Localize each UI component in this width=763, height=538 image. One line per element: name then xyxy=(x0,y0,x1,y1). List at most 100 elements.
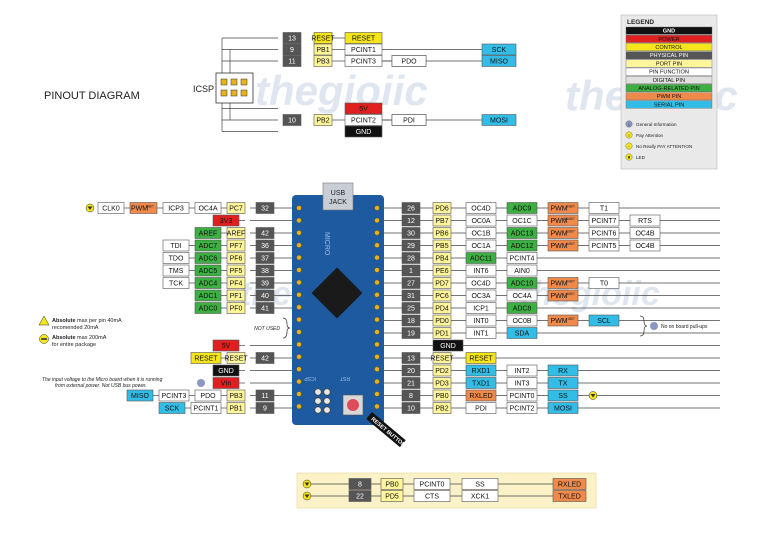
absolute-note-2-rest: max 200mA xyxy=(76,335,107,341)
icsp-pad xyxy=(314,388,322,396)
led-box-function: PCINT0 xyxy=(420,482,445,489)
left-pin-analog: ADC6 xyxy=(199,256,218,263)
icsp-func-label-box xyxy=(344,55,383,67)
right-port-label: PD7 xyxy=(435,281,449,288)
led-icon-arrow xyxy=(304,494,310,498)
left-pin-control-box xyxy=(190,352,222,364)
absolute-note-1: Absolute max per pin 40mA xyxy=(52,318,122,324)
right-pin-function-box xyxy=(465,239,497,252)
left-pin-function: TDI xyxy=(170,243,181,250)
left-port-label: PF1 xyxy=(230,293,243,300)
icsp-header-pin xyxy=(220,78,228,86)
right-pin-function-box xyxy=(465,227,497,239)
header-pin-right xyxy=(374,279,380,286)
legend-swatch xyxy=(625,43,713,52)
header-pin-right xyxy=(374,341,380,348)
left-pin-serial: MISO xyxy=(131,393,149,400)
right-pin-pwm-sup: 10BIT xyxy=(566,280,575,284)
left-pin-number: 42 xyxy=(261,356,269,363)
left-pin-analog-box xyxy=(194,252,222,264)
right-pin-number: 1 xyxy=(409,268,413,275)
right-pin-gnd: GND xyxy=(440,343,456,350)
right-pin-analog-box xyxy=(506,302,538,314)
right-pin-function-box xyxy=(506,389,538,402)
right-pin-number-box xyxy=(401,402,421,414)
right-pin-function-box xyxy=(588,202,620,214)
legend-item-label: PIN FUNCTION xyxy=(649,70,689,76)
right-pin-pwm-sup: 16BIT xyxy=(566,292,575,296)
led-icon-arrow xyxy=(590,394,596,398)
left-pin-function: PDO xyxy=(200,393,216,400)
right-pin-function: OC4B xyxy=(635,243,654,250)
right-pin-function: T1 xyxy=(600,206,608,213)
left-port-label-box xyxy=(226,289,246,302)
right-port-label: PC6 xyxy=(435,293,449,300)
icsp-extra-label: PDO xyxy=(401,59,417,66)
left-port-label-box xyxy=(226,389,246,402)
right-pin-analog: ADC12 xyxy=(511,243,534,250)
left-pin-function-box xyxy=(162,264,190,277)
left-port-label-box xyxy=(226,264,246,277)
right-pin-function-box xyxy=(506,364,538,377)
right-pin-number-box xyxy=(401,327,421,339)
right-port-label: PB0 xyxy=(435,393,448,400)
right-pin-pwm: PWM xyxy=(550,243,567,250)
right-pin-number-box xyxy=(401,239,421,252)
legend-item-label: SERIAL PIN xyxy=(654,102,685,108)
absolute-note-1-bold: Absolute xyxy=(52,318,76,324)
legend-item-label: PORT PIN xyxy=(656,61,682,67)
right-pin-serial: RX xyxy=(558,368,568,375)
icsp-pad xyxy=(323,397,331,405)
left-pin-analog: ADC7 xyxy=(199,243,218,250)
right-pin-pwm: PWM xyxy=(550,206,567,213)
icsp-pad xyxy=(323,388,331,396)
header-pin-right xyxy=(374,378,380,385)
not-used-brace xyxy=(282,317,291,339)
left-pin-serial-box xyxy=(126,389,154,402)
right-pin-number-box xyxy=(401,352,421,364)
led-box-pin-number-box xyxy=(348,490,372,502)
icsp-header-pin xyxy=(240,89,248,97)
right-pin-serial: TXD1 xyxy=(472,381,490,388)
right-pin-analog-box xyxy=(506,202,538,214)
right-pin-pwm-sup: 10BIT xyxy=(566,205,575,209)
right-port-label-box xyxy=(432,364,452,377)
left-port-label: PF7 xyxy=(230,243,243,250)
right-port-label-box xyxy=(432,377,452,389)
left-pin-function-box xyxy=(162,202,190,214)
header-pin-left xyxy=(296,304,302,310)
header-pin-left xyxy=(296,341,302,348)
right-pin-serial: TX xyxy=(559,381,568,388)
left-pin-number-box xyxy=(255,264,275,277)
icsp-pad xyxy=(314,406,322,414)
left-pin-analog-box xyxy=(194,277,222,289)
right-pin-number-box xyxy=(401,377,421,389)
right-pin-pwm-sup: 16BIT xyxy=(566,242,575,246)
legend-item-label: ANALOG-RELATED PIN xyxy=(638,86,699,92)
left-pin-power: 3V3 xyxy=(220,218,233,225)
right-pin-serial-box xyxy=(465,364,497,377)
right-pin-function: AIN0 xyxy=(514,268,530,275)
legend-swatch xyxy=(625,92,713,101)
absolute-note-2-line2: for entire package xyxy=(52,342,96,348)
header-pin-left xyxy=(296,279,302,286)
right-pin-function-box xyxy=(506,377,538,389)
pullups-brace xyxy=(639,315,648,337)
left-pin-power-box xyxy=(212,214,240,227)
right-pin-number: 28 xyxy=(407,256,415,263)
led-icon-arrow xyxy=(304,482,310,486)
legend-icon-marker xyxy=(625,120,633,128)
left-pin-gnd-box xyxy=(212,364,240,377)
legend-icon-label: No Really PAY ATTENTION xyxy=(636,144,692,149)
right-pin-serial: SDA xyxy=(515,331,530,338)
right-pin-number: 20 xyxy=(407,368,415,375)
right-pin-pwm-box xyxy=(547,289,579,302)
legend-icon-marker xyxy=(625,142,633,150)
right-pin-number: 31 xyxy=(407,293,415,300)
right-port-label: PB4 xyxy=(435,256,448,263)
not-used-note: NOT USED xyxy=(254,326,280,332)
left-port-label-box xyxy=(226,402,246,414)
left-pin-function-box xyxy=(194,202,222,214)
left-pin-number-box xyxy=(255,389,275,402)
